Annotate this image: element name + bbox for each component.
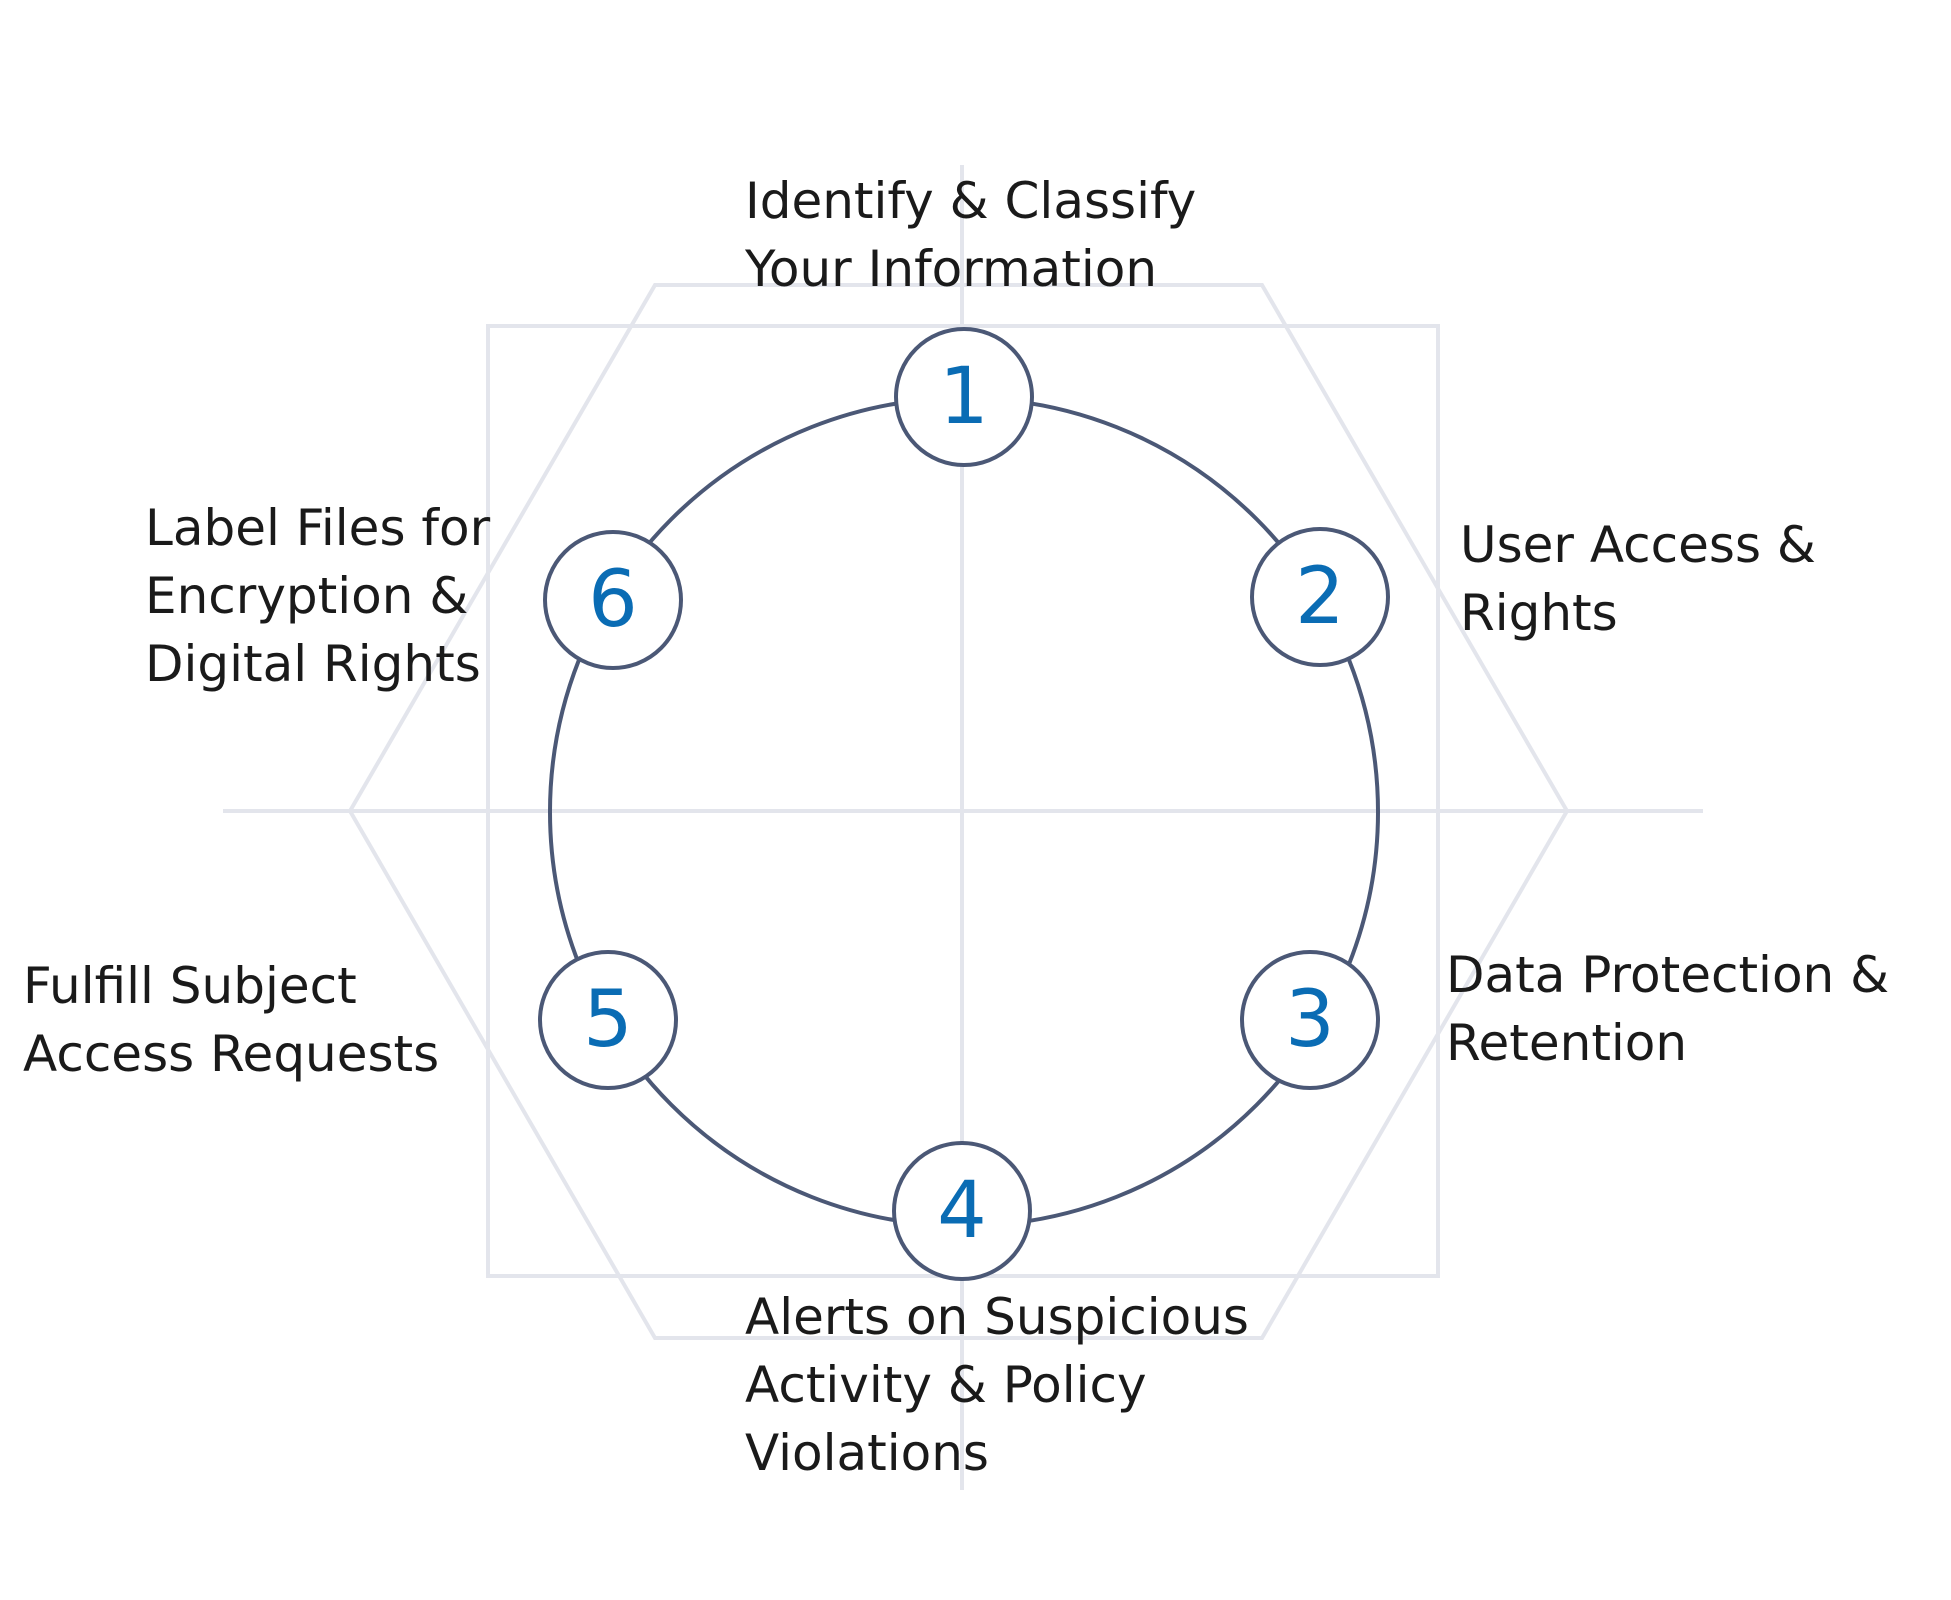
step-label-3: Data Protection & Retention bbox=[1446, 941, 1889, 1077]
step-node-3: 3 bbox=[1240, 950, 1380, 1090]
step-label-line: Identify & Classify bbox=[745, 172, 1197, 230]
step-label-4: Alerts on Suspicious Activity & Policy V… bbox=[745, 1283, 1249, 1487]
step-node-4: 4 bbox=[892, 1141, 1032, 1281]
step-label-5: Fulfill Subject Access Requests bbox=[23, 952, 439, 1088]
step-label-line: Activity & Policy bbox=[745, 1356, 1147, 1414]
step-label-line: Encryption & bbox=[145, 567, 469, 625]
step-node-circle bbox=[1250, 527, 1390, 667]
guide-hexagon bbox=[347, 283, 1570, 1340]
step-label-2: User Access & Rights bbox=[1460, 511, 1816, 647]
step-number: 6 bbox=[588, 555, 638, 645]
step-node-circle bbox=[894, 327, 1034, 467]
step-label-line: Access Requests bbox=[23, 1025, 440, 1083]
step-node-circle bbox=[543, 530, 683, 670]
step-node-circle bbox=[538, 950, 678, 1090]
step-label-line: User Access & bbox=[1460, 516, 1816, 574]
step-label-line: Rights bbox=[1460, 584, 1618, 642]
step-label-line: Label Files for bbox=[145, 499, 491, 557]
step-number: 2 bbox=[1295, 552, 1345, 642]
step-label-line: Your Information bbox=[745, 240, 1158, 298]
step-label-1: Identify & Classify Your Information bbox=[745, 167, 1196, 303]
step-node-circle bbox=[1240, 950, 1380, 1090]
step-node-1: 1 bbox=[894, 327, 1034, 467]
step-node-5: 5 bbox=[538, 950, 678, 1090]
step-label-line: Retention bbox=[1446, 1014, 1688, 1072]
step-label-6: Label Files for Encryption & Digital Rig… bbox=[145, 494, 490, 698]
step-number: 3 bbox=[1285, 975, 1335, 1065]
step-number: 4 bbox=[937, 1166, 987, 1256]
step-node-circle bbox=[892, 1141, 1032, 1281]
step-node-6: 6 bbox=[543, 530, 683, 670]
step-label-line: Violations bbox=[745, 1424, 989, 1482]
step-label-line: Data Protection & bbox=[1446, 946, 1890, 1004]
step-label-line: Fulfill Subject bbox=[23, 957, 357, 1015]
step-nodes: 1 2 3 4 5 6 bbox=[538, 327, 1390, 1281]
step-number: 5 bbox=[583, 975, 633, 1065]
step-label-line: Alerts on Suspicious bbox=[745, 1288, 1249, 1346]
step-label-line: Digital Rights bbox=[145, 635, 481, 693]
step-number: 1 bbox=[939, 352, 989, 442]
step-node-2: 2 bbox=[1250, 527, 1390, 667]
